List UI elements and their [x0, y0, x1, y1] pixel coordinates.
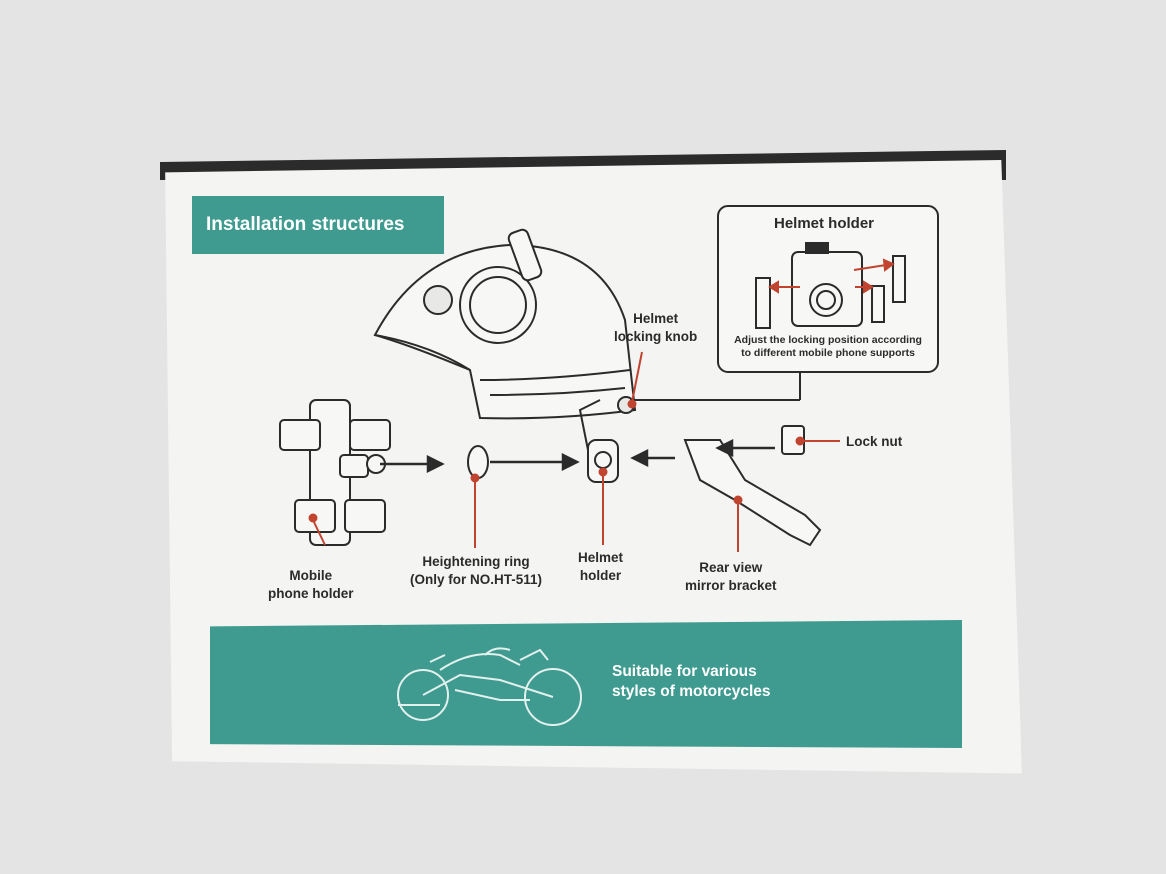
- slogan: Suitable for various styles of motorcycl…: [612, 662, 771, 702]
- slogan-line: Suitable for various: [612, 662, 771, 682]
- slogan-line: styles of motorcycles: [612, 682, 771, 702]
